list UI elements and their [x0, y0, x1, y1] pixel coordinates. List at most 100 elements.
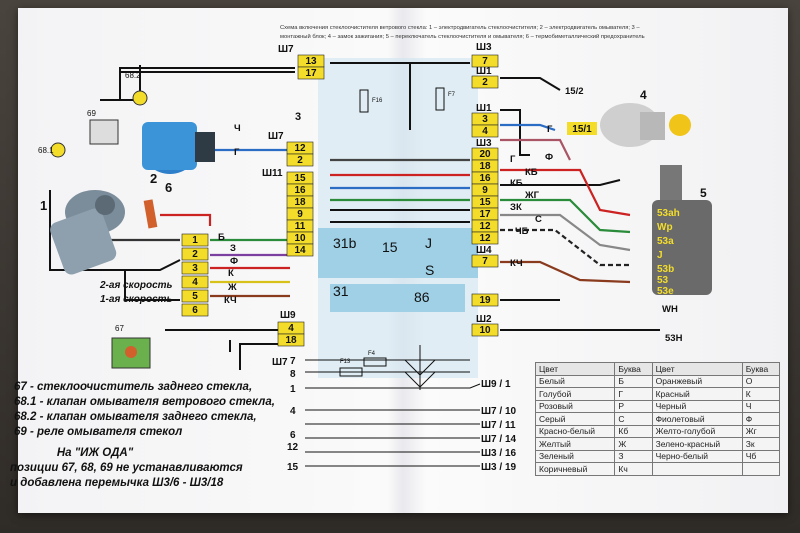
fuse-f4: F4: [368, 351, 376, 357]
table-cell: [651, 462, 743, 476]
ref-sh7-10: Ш7 / 10: [481, 406, 517, 417]
bl-pin-6: 6: [290, 430, 296, 441]
label-sh1-mid: Ш1: [476, 103, 492, 114]
pin-15: 15: [294, 173, 306, 184]
sh9-pin-18: 18: [285, 335, 297, 346]
bl-pin-15: 15: [287, 462, 299, 473]
rpin-2: 2: [482, 77, 488, 88]
th-color: Цвет: [534, 362, 616, 376]
black-wires: [49, 62, 660, 370]
note-title: На "ИЖ ОДА": [56, 447, 134, 459]
table-cell: Кб: [614, 424, 653, 438]
rpin-19: 19: [479, 295, 491, 306]
table-cell: Ж: [614, 437, 653, 451]
fuse-f16: F16: [372, 98, 383, 104]
diagram-caption: Схема включения стеклоочистителя ветрово…: [280, 24, 700, 42]
rpin-10: 10: [479, 325, 491, 336]
wire-s: С: [535, 214, 542, 225]
right-connectors: 7 2 3 4 20 18 16 9 15 17 12 12 7: [471, 54, 499, 337]
label-sh9: Ш9: [280, 310, 296, 321]
rpin-4: 4: [482, 126, 488, 137]
wire-ch: Ч: [234, 123, 241, 134]
label-3: 3: [295, 111, 301, 123]
relay-area: [318, 228, 478, 278]
ref-sh7-11: Ш7 / 11: [481, 420, 516, 431]
label-4: 4: [640, 88, 647, 102]
wire-wh: WH: [662, 304, 678, 315]
wire-53h: 53H: [665, 333, 683, 344]
relay-69-shape: [89, 119, 119, 145]
motor-pin-6: 6: [192, 305, 198, 316]
rpin-18: 18: [479, 161, 491, 172]
label-sh7-bot: Ш7: [272, 357, 288, 368]
fuse-f16-shape: [359, 89, 369, 113]
bl-pin-1: 1: [290, 384, 296, 395]
pin-13: 13: [305, 56, 317, 67]
pin-16: 16: [294, 185, 306, 196]
label-6: 6: [165, 180, 172, 195]
label-sh3-top: Ш3: [476, 42, 492, 53]
wire-g3: Г: [510, 154, 516, 165]
rpin-3: 3: [482, 114, 488, 125]
relay-j: J: [425, 235, 432, 251]
bl-pin-4: 4: [290, 406, 296, 417]
table-cell: Красно-белый: [534, 424, 616, 438]
wire-f: Ф: [230, 256, 238, 267]
table-cell: [741, 462, 781, 476]
table-cell: Розовый: [534, 399, 616, 413]
legend-item: 68.2 - клапан омывателя заднего стекла,: [14, 411, 257, 423]
wire-f2: Ф: [545, 152, 553, 163]
valve-68-2: [132, 90, 148, 106]
table-cell: Жг: [741, 424, 781, 438]
label-sh3-mid: Ш3: [476, 138, 492, 149]
table-cell: Красный: [651, 387, 743, 401]
ref-sh3-19: Ш3 / 19: [481, 462, 517, 473]
table-cell: Чб: [741, 449, 781, 463]
pin-10: 10: [294, 233, 306, 244]
wire-z: З: [230, 243, 236, 254]
component-legend: 67 - стеклоочиститель заднего стекла, 68…: [14, 380, 275, 440]
wire-g1: Г: [234, 147, 240, 158]
rpin-16: 16: [479, 173, 491, 184]
caption-line-2: монтажный блок; 4 – замок зажигания; 5 –…: [280, 34, 645, 40]
wire-kb1: КБ: [525, 167, 538, 178]
bottom-right-refs: Ш9 / 1 Ш7 / 10 Ш7 / 11 Ш7 / 14 Ш3 / 16 Ш…: [481, 379, 517, 473]
table-cell: Зелено-красный: [651, 437, 743, 451]
speed-2-label: 2-ая скорость: [99, 280, 173, 291]
label-sh1-top: Ш1: [476, 66, 492, 77]
legend-item: 67 - стеклоочиститель заднего стекла,: [14, 381, 253, 393]
fuse-f7-shape: [435, 87, 445, 111]
table-cell: К: [741, 387, 781, 401]
rpin-17: 17: [479, 209, 491, 220]
legend-item: 68.1 - клапан омывателя ветрового стекла…: [14, 396, 275, 408]
switch-pin-53e: 53e: [657, 286, 674, 297]
table-cell: С: [614, 412, 653, 426]
legend-item: 69 - реле омывателя стекол: [14, 426, 183, 438]
fuse-f4-shape: [363, 357, 387, 367]
wire-chb: ЧБ: [515, 226, 529, 237]
table-cell: Голубой: [534, 387, 616, 401]
label-sh2: Ш2: [476, 314, 492, 325]
relay-s: S: [425, 262, 434, 278]
th-color-2: Цвет: [651, 362, 743, 376]
rpin-7: 7: [482, 56, 488, 67]
table-cell: Оранжевый: [651, 374, 743, 388]
rpin-7b: 7: [482, 256, 488, 267]
label-2: 2: [150, 171, 157, 186]
label-sh4: Ш4: [476, 245, 492, 256]
bottom-left-pins: 7 8 1 4 6 12 15: [287, 356, 299, 473]
pin-2a: 2: [297, 155, 303, 166]
term-15-1: 15/1: [572, 124, 592, 135]
motor-pin-5: 5: [192, 291, 198, 302]
table-cell: О: [741, 374, 781, 388]
pin-9: 9: [297, 209, 303, 220]
wiper-motor: [50, 190, 125, 275]
caption-line-1: Схема включения стеклоочистителя ветрово…: [280, 25, 640, 31]
connector-labels: Ш7 Ш7 Ш11 Ш3 Ш1 Ш1 Ш3 Ш4 Ш2 Ш9 Ш7: [262, 42, 492, 368]
valve-68-1: [50, 142, 66, 158]
